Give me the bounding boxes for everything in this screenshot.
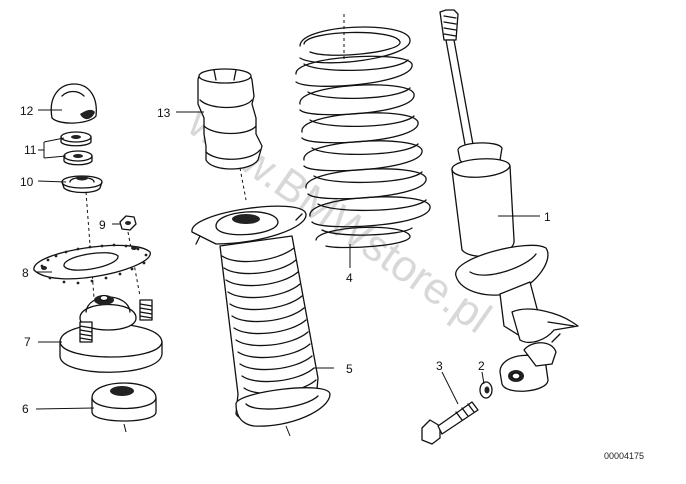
coil-spring[interactable]	[295, 14, 431, 262]
callout-12: 12	[20, 104, 34, 118]
callout-4: 4	[346, 271, 353, 285]
leader-lines	[35, 109, 540, 410]
dust-cap[interactable]	[50, 83, 97, 124]
washer[interactable]	[479, 381, 493, 399]
callout-3: 3	[436, 359, 443, 373]
diagram-code: 00004175	[604, 451, 644, 461]
nuts[interactable]	[60, 131, 93, 166]
protective-boot[interactable]	[191, 205, 331, 437]
mount-gasket[interactable]	[33, 243, 151, 285]
upper-washer[interactable]	[61, 175, 103, 194]
callout-5: 5	[346, 362, 353, 376]
callout-2: 2	[478, 359, 485, 373]
callout-6: 6	[22, 402, 29, 416]
callout-1: 1	[544, 210, 551, 224]
lower-spring-pad[interactable]	[91, 382, 157, 433]
strut-mount[interactable]	[59, 294, 163, 373]
callout-13: 13	[157, 106, 171, 120]
bolt[interactable]	[421, 401, 479, 445]
callout-7: 7	[24, 335, 31, 349]
callout-9: 9	[99, 218, 106, 232]
bump-stop[interactable]	[197, 68, 263, 201]
shock-absorber[interactable]	[439, 9, 579, 392]
callout-8: 8	[22, 266, 29, 280]
callout-11: 11	[24, 143, 37, 157]
callout-10: 10	[20, 175, 34, 189]
